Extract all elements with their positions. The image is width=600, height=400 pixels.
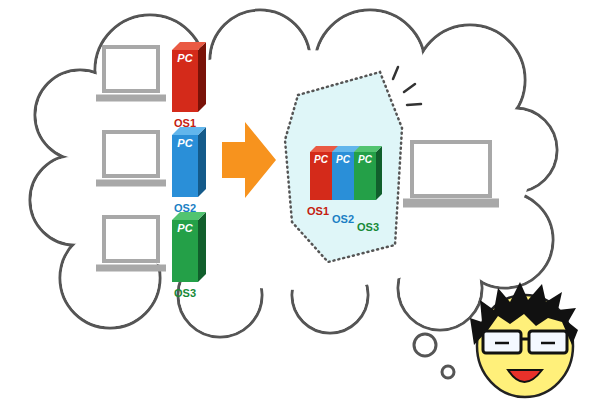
os-label: OS2 — [332, 214, 354, 225]
tower-label: PC — [332, 155, 354, 165]
os-label: OS3 — [174, 288, 196, 299]
tower-label: PC — [172, 223, 198, 234]
tower-label: PC — [354, 155, 376, 165]
tower-label: PC — [172, 138, 198, 149]
os-label: OS1 — [307, 206, 329, 217]
burst-lines — [393, 67, 421, 105]
pc-tower: PCOS3 — [172, 212, 206, 282]
tower-label: PC — [172, 53, 198, 64]
virtualization-region — [285, 72, 402, 262]
pc-tower: PCOS2 — [172, 127, 206, 197]
pc-tower: PCOS1 — [172, 42, 206, 112]
os-label: OS3 — [357, 222, 379, 233]
person-face — [470, 282, 578, 397]
laptop-icons — [96, 47, 499, 268]
migration-arrow — [222, 122, 276, 198]
tower-label: PC — [310, 155, 332, 165]
pc-tower: PCOS3 — [354, 146, 382, 200]
